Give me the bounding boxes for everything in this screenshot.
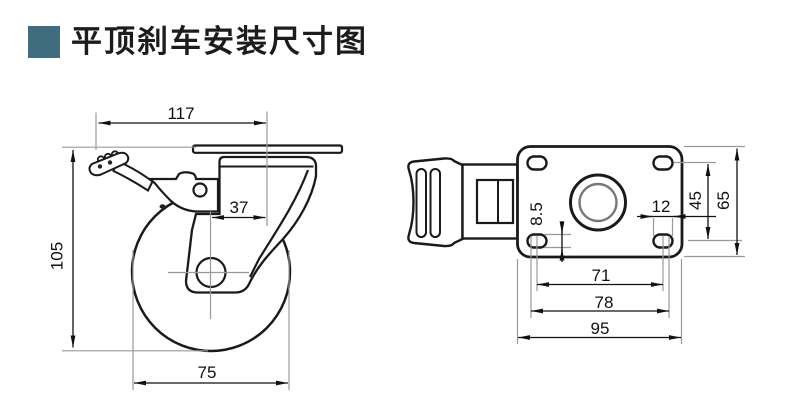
dim-plate-width-label: 117 — [167, 104, 194, 123]
dim-plate-long-side-label: 95 — [591, 319, 610, 338]
pedal-bolt-dot — [97, 164, 103, 169]
swivel-bore-inner — [578, 182, 618, 223]
top-view-drawing: 8.5 12 45 65 71 78 95 — [407, 145, 745, 344]
dim-plate-short-side-label: 65 — [714, 191, 733, 210]
dim-overall-height-label: 105 — [48, 242, 67, 270]
bolt-slot-top-left — [526, 155, 548, 171]
dim-slot-length-label: 12 — [652, 197, 671, 216]
dim-hole-spacing-short-label: 45 — [686, 191, 705, 210]
dim-swivel-offset-label: 37 — [230, 198, 249, 217]
page-title: 平顶刹车安装尺寸图 — [28, 26, 368, 58]
dim-hole-spacing-long-label: 71 — [592, 266, 611, 285]
side-view-extension-lines — [62, 111, 290, 390]
dim-slot-width-label: 8.5 — [527, 202, 546, 226]
bolt-slot-top-right — [652, 155, 674, 171]
brake-lever — [112, 159, 154, 192]
page-title-text: 平顶刹车安装尺寸图 — [71, 24, 368, 59]
pedal-bolt-dot — [107, 160, 113, 165]
pedal-bracket-inner — [475, 178, 515, 225]
pedal-slot — [429, 168, 441, 238]
dim-hole-outer-span-label: 78 — [595, 293, 614, 312]
pedal-slot — [415, 168, 427, 238]
side-view-drawing: 117 37 105 75 — [48, 104, 344, 390]
side-view-dimension-lines — [70, 120, 288, 386]
dim-wheel-diameter-label: 75 — [198, 363, 217, 382]
top-view-extension-lines — [516, 145, 745, 344]
caster-fork — [184, 155, 318, 294]
title-bullet-square-icon — [28, 26, 60, 58]
top-view-dimension-lines — [518, 148, 740, 340]
fork-inner-edge — [249, 169, 310, 278]
bracket-hole — [192, 182, 208, 198]
brake-bracket — [148, 171, 220, 213]
brake-pivot-dot — [159, 204, 166, 209]
